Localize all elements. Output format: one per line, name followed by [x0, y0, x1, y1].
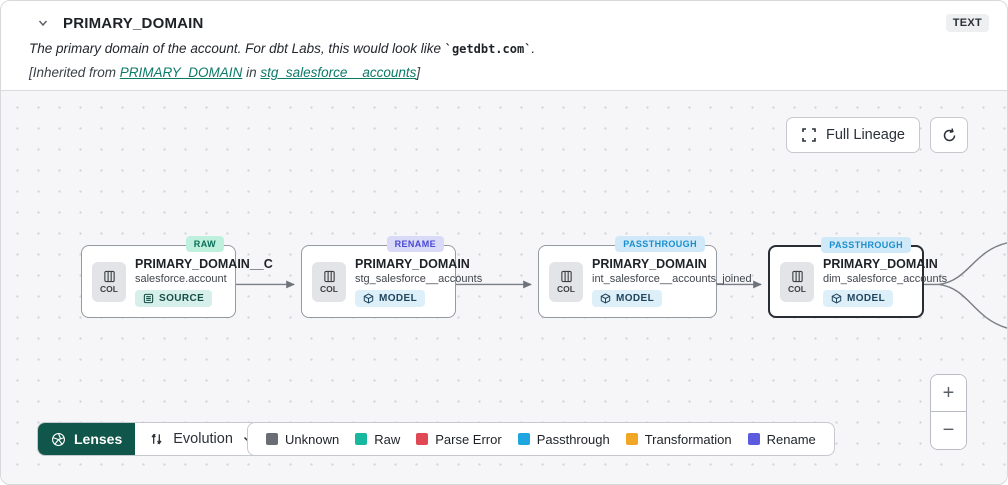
column-icon — [560, 270, 573, 283]
legend-swatch — [266, 433, 278, 445]
expand-icon — [801, 127, 817, 143]
legend-swatch — [517, 433, 530, 445]
resource-type-badge: SOURCE — [135, 289, 213, 307]
lens-aperture-icon — [51, 432, 66, 447]
model-icon — [600, 293, 611, 304]
collapse-chevron-icon[interactable] — [37, 17, 49, 29]
model-icon — [831, 293, 842, 304]
column-icon — [323, 270, 336, 283]
legend-swatch — [355, 433, 368, 445]
lenses-button[interactable]: Lenses — [38, 423, 136, 455]
node-model-name: salesforce.account — [135, 272, 227, 285]
inline-code: `getdbt.com` — [444, 42, 532, 56]
legend-item: Parse Error — [416, 432, 502, 447]
refresh-icon — [941, 127, 958, 144]
column-description: The primary domain of the account. For d… — [29, 41, 536, 56]
node-column-name: PRIMARY_DOMAIN — [592, 256, 707, 271]
resource-type-badge: MODEL — [823, 289, 894, 307]
legend-item: Rename — [747, 432, 816, 447]
zoom-in-button[interactable]: + — [931, 375, 966, 412]
evolution-icon — [149, 431, 164, 447]
node-model-name: stg_salesforce__accounts — [355, 272, 483, 285]
zoom-out-button[interactable]: − — [931, 412, 966, 449]
lineage-node-staging[interactable]: RENAME COL PRIMARY_DOMAIN stg_salesforce… — [301, 236, 482, 318]
source-icon — [143, 293, 154, 304]
column-header: PRIMARY_DOMAIN TEXT The primary domain o… — [1, 1, 1007, 90]
legend-swatch — [416, 433, 429, 445]
lineage-canvas[interactable]: Full Lineage RAW COL PRIMARY_DOMAIN__C — [1, 90, 1007, 484]
lineage-node-source[interactable]: RAW COL PRIMARY_DOMAIN__C salesforce.acc… — [81, 236, 273, 318]
evolution-legend: Unknown Raw Parse Error Passthrough Tran… — [247, 422, 835, 456]
legend-item: Passthrough — [517, 432, 610, 447]
legend-item: Unknown — [266, 432, 339, 447]
column-chip: COL — [549, 261, 583, 302]
lens-select-evolution[interactable]: Evolution — [135, 423, 268, 455]
legend-item: Transformation — [625, 432, 732, 447]
zoom-controls: + − — [930, 374, 967, 450]
legend-swatch — [625, 433, 638, 445]
canvas-toolbar: Full Lineage — [786, 117, 968, 153]
evolution-badge: PASSTHROUGH — [821, 237, 911, 253]
node-model-name: dim_salesforce_accounts — [823, 272, 948, 285]
inherited-from-line: [Inherited from PRIMARY_DOMAIN in stg_sa… — [29, 65, 421, 80]
lineage-node-dim-selected[interactable]: PASSTHROUGH COL PRIMARY_DOMAIN dim_sales… — [768, 237, 947, 318]
column-icon — [103, 270, 116, 283]
column-chip: COL — [780, 261, 814, 302]
evolution-badge: RENAME — [386, 236, 444, 252]
refresh-button[interactable] — [930, 117, 968, 153]
lineage-edges — [236, 242, 1007, 329]
column-title: PRIMARY_DOMAIN — [63, 14, 204, 32]
lenses-control: Lenses Evolution — [37, 422, 269, 456]
column-chip: COL — [92, 261, 126, 302]
node-column-name: PRIMARY_DOMAIN — [355, 256, 470, 271]
node-column-name: PRIMARY_DOMAIN__C — [135, 256, 273, 271]
column-type-badge: TEXT — [945, 14, 989, 32]
node-model-name: int_salesforce__accounts_joined — [592, 272, 752, 285]
model-icon — [363, 293, 374, 304]
lineage-node-intermediate[interactable]: PASSTHROUGH COL PRIMARY_DOMAIN int_sales… — [538, 236, 752, 318]
full-lineage-button[interactable]: Full Lineage — [786, 117, 920, 153]
node-column-name: PRIMARY_DOMAIN — [823, 256, 938, 271]
resource-type-badge: MODEL — [355, 289, 426, 307]
inherited-model-link[interactable]: stg_salesforce__accounts — [260, 65, 417, 80]
resource-type-badge: MODEL — [592, 289, 663, 307]
inherited-column-link[interactable]: PRIMARY_DOMAIN — [119, 65, 243, 80]
column-icon — [791, 270, 804, 283]
legend-item: Raw — [355, 432, 400, 447]
legend-swatch — [747, 433, 760, 445]
evolution-badge: RAW — [185, 236, 224, 252]
column-chip: COL — [312, 261, 346, 302]
evolution-badge: PASSTHROUGH — [615, 236, 705, 252]
